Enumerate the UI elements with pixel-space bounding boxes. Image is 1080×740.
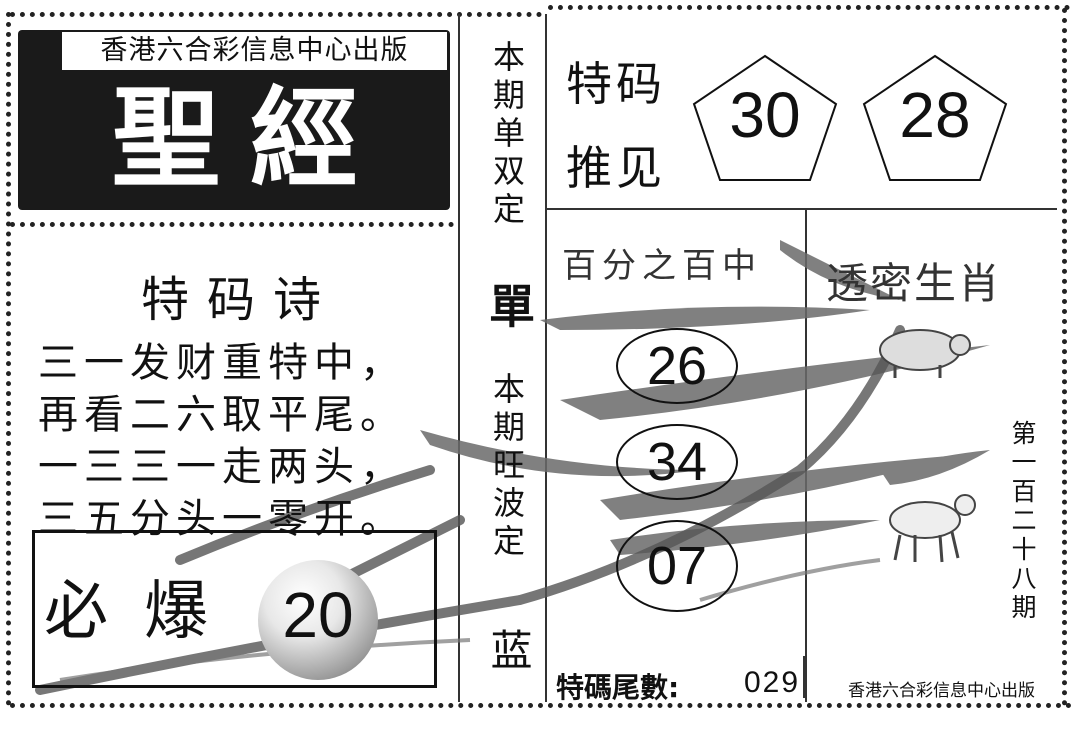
publisher-footer: 香港六合彩信息中心出版 xyxy=(848,681,1035,701)
odd-even-value: 單 xyxy=(482,282,536,328)
border-right xyxy=(1062,8,1067,706)
wave-value: 蓝 xyxy=(484,628,533,670)
wave-heading: 本期旺波定 xyxy=(488,372,526,562)
bibao-label: 必爆 xyxy=(44,575,244,649)
tail-label: 特碼尾數: xyxy=(556,671,680,704)
tail-value: 029 xyxy=(744,666,801,699)
issue-number: 第一百二十八期 xyxy=(1008,420,1037,623)
odd-even-heading: 本期单双定 xyxy=(488,40,526,230)
border-bottom xyxy=(10,703,1072,708)
pentagon-2 xyxy=(860,52,1010,184)
zodiac-heading-2: 透密生肖 xyxy=(826,259,1003,308)
divider-right-header xyxy=(547,208,1057,210)
recommend-number-1: 30 xyxy=(729,79,801,151)
recommend-label-line1: 特码 xyxy=(566,57,666,111)
ox-icon xyxy=(889,494,976,563)
divider-zodiac-issue xyxy=(805,208,807,702)
recommend-number-2: 28 xyxy=(899,79,971,151)
poem-title: 特码诗 xyxy=(140,272,339,328)
poem-line-1: 三一发财重特中， xyxy=(38,340,406,386)
poem-line-4: 三五分头一零开。 xyxy=(38,496,406,542)
brand-title: 聖經 xyxy=(111,77,388,202)
border-top-right xyxy=(548,5,1070,10)
poem-line-3: 一三三一走两头， xyxy=(38,444,406,490)
divider-left-column xyxy=(458,14,460,702)
bibao-box xyxy=(32,530,437,688)
pig-icon xyxy=(879,329,971,378)
recommend-label-line2: 推见 xyxy=(566,141,666,195)
zodiac-number-1: 26 xyxy=(616,328,738,404)
zodiac-heading: 百分之百中 xyxy=(562,246,762,286)
border-top xyxy=(10,12,542,17)
pentagon-1 xyxy=(690,52,840,184)
divider-left-header xyxy=(10,222,454,227)
border-left xyxy=(6,12,11,706)
bibao-number: 20 xyxy=(282,579,354,651)
ball-icon xyxy=(258,560,378,680)
zodiac-number-2: 34 xyxy=(616,424,738,500)
zodiac-number-3: 07 xyxy=(616,520,738,612)
poem-line-2: 再看二六取平尾。 xyxy=(38,392,406,438)
divider-middle-column xyxy=(545,14,547,702)
publisher-header: 香港六合彩信息中心出版 xyxy=(62,32,447,70)
divider-tail-footer xyxy=(803,656,805,698)
